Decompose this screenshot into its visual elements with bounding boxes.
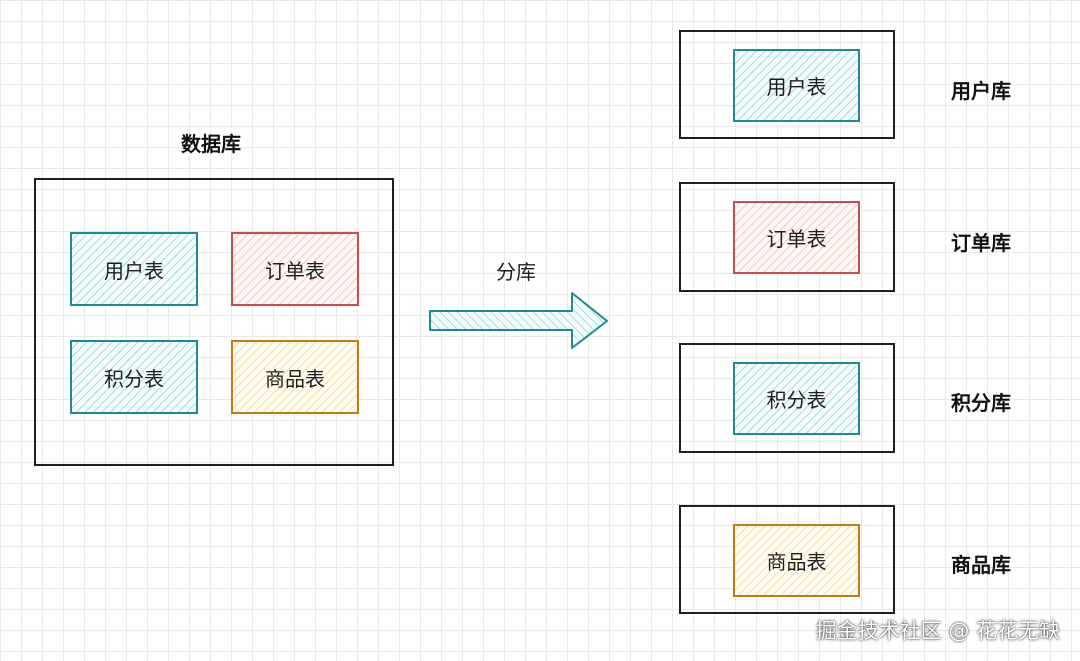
source-table-orders: 订单表 xyxy=(231,232,359,306)
source-database-box: 用户表 订单表 积分表 商品表 xyxy=(34,178,394,466)
target-table-users: 用户表 xyxy=(733,49,860,122)
target-db-orders: 订单表 xyxy=(679,182,895,292)
target-db-label-orders: 订单库 xyxy=(951,231,1011,255)
target-db-products: 商品表 xyxy=(679,505,895,614)
target-db-label-products: 商品库 xyxy=(951,553,1011,577)
split-arrow-icon xyxy=(429,292,608,349)
table-label: 订单表 xyxy=(265,258,325,283)
table-label: 订单表 xyxy=(766,227,827,251)
table-label: 积分表 xyxy=(104,366,164,391)
source-table-products: 商品表 xyxy=(231,340,359,414)
table-label: 商品表 xyxy=(265,366,325,391)
watermark: 掘金技术社区 @ 花花无缺 xyxy=(815,619,1060,643)
target-db-users: 用户表 xyxy=(679,30,895,139)
table-label: 用户表 xyxy=(766,75,827,99)
table-label: 用户表 xyxy=(104,258,164,283)
arrow-label: 分库 xyxy=(496,260,536,284)
target-table-points: 积分表 xyxy=(733,362,860,435)
table-label: 积分表 xyxy=(766,388,827,412)
source-db-title: 数据库 xyxy=(181,132,241,156)
target-table-orders: 订单表 xyxy=(733,201,860,274)
table-label: 商品表 xyxy=(766,550,827,574)
target-db-label-points: 积分库 xyxy=(951,391,1011,415)
source-table-points: 积分表 xyxy=(70,340,198,414)
target-table-products: 商品表 xyxy=(733,524,860,597)
source-table-users: 用户表 xyxy=(70,232,198,306)
target-db-points: 积分表 xyxy=(679,343,895,453)
target-db-label-users: 用户库 xyxy=(951,79,1011,103)
